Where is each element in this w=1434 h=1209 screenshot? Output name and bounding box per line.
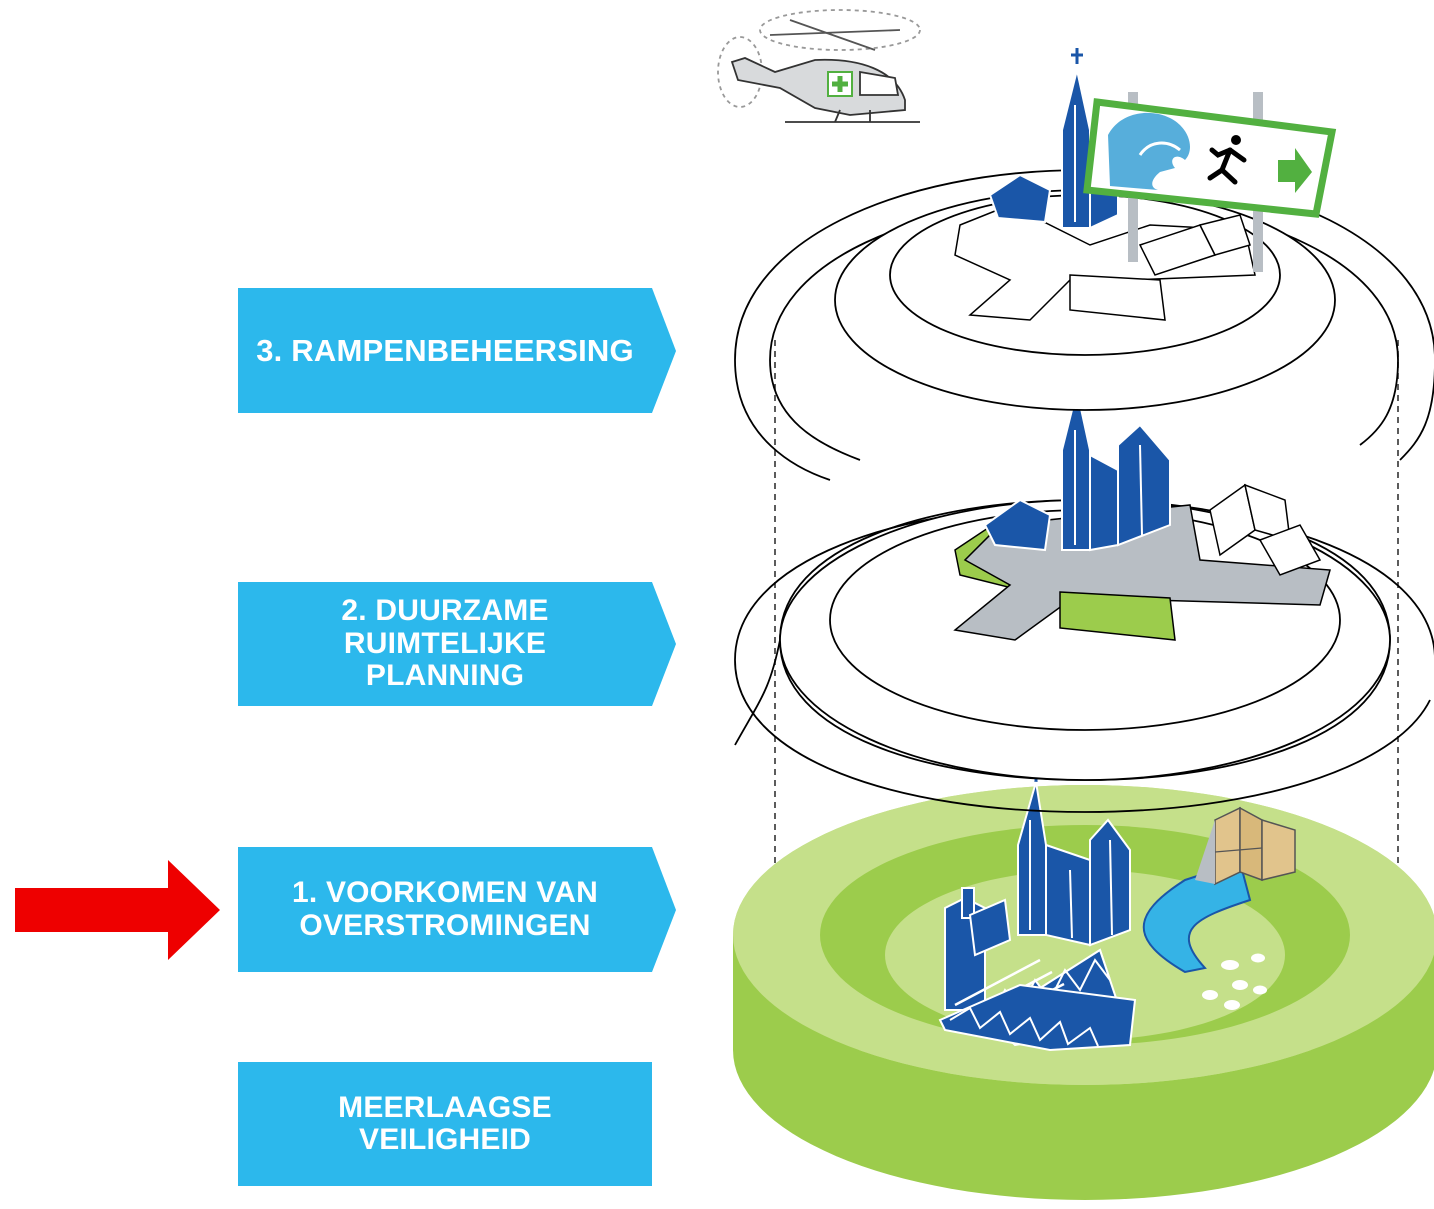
chevron-layer-1 xyxy=(238,847,676,972)
red-arrow-icon xyxy=(15,860,220,960)
river-water xyxy=(1142,860,1252,974)
dashed-connectors xyxy=(774,340,1399,968)
layer-1-label-text: 1. VOORKOMEN VAN OVERSTROMINGEN xyxy=(291,876,598,942)
sluice-gate-icon xyxy=(1195,806,1296,886)
title-box-bg xyxy=(238,1062,652,1186)
title-box: MEERLAAGSE VEILIGHEID xyxy=(238,1062,652,1186)
layer-3-label: 3. RAMPENBEHEERSING xyxy=(238,288,652,413)
layer-2-label-text: 2. DUURZAME RUIMTELIJKE PLANNING xyxy=(341,594,549,693)
layer-3-label-text: 3. RAMPENBEHEERSING xyxy=(256,332,634,368)
evacuation-sign-icon xyxy=(1083,92,1337,272)
layer-2-label: 2. DUURZAME RUIMTELIJKE PLANNING xyxy=(238,582,652,706)
chevron-layer-2 xyxy=(238,582,676,706)
sheep-icon xyxy=(1202,953,1267,1010)
layer-1-label: 1. VOORKOMEN VAN OVERSTROMINGEN xyxy=(238,847,652,972)
layer-2-ground xyxy=(779,483,1391,781)
layer-3-ground xyxy=(834,173,1336,411)
title-box-text: MEERLAAGSE VEILIGHEID xyxy=(338,1090,552,1156)
church-icon xyxy=(1017,768,1131,947)
helicopter-icon xyxy=(717,9,921,123)
church-layer-2-icon xyxy=(1061,366,1171,552)
chevron-layer-3 xyxy=(238,288,676,413)
factory-icon xyxy=(938,887,1137,1052)
